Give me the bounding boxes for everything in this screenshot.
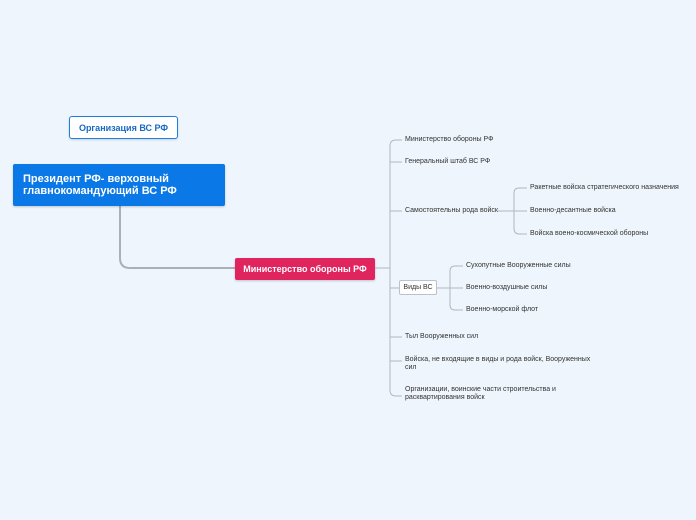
branch-node[interactable]: Организации, воинские части строительств… bbox=[405, 386, 556, 401]
branch-node[interactable]: Тыл Вооруженных сил bbox=[405, 333, 479, 340]
service-type-node[interactable]: Сухопутные Вооруженные силы bbox=[466, 262, 571, 269]
service-type-node[interactable]: Военно-воздушные силы bbox=[466, 284, 548, 291]
independent-branch-node[interactable]: Военно-десантные войска bbox=[530, 207, 616, 214]
root-node[interactable]: Президент РФ- верховный главнокомандующи… bbox=[13, 164, 225, 206]
branch-top-curve bbox=[389, 139, 402, 147]
branch-node[interactable]: Генеральный штаб ВС РФ bbox=[405, 158, 491, 165]
independent-branch-node[interactable]: Ракетные войска стратегического назначен… bbox=[530, 184, 679, 191]
branch-node[interactable]: Министерство обороны РФ bbox=[405, 136, 494, 143]
branch-node[interactable]: Самостоятельны рода войск bbox=[405, 207, 498, 214]
root-ministry-connector bbox=[119, 206, 235, 269]
branch-bottom-curve bbox=[389, 389, 402, 397]
branch-node[interactable]: Войска, не входящие в виды и рода войск,… bbox=[405, 356, 591, 371]
independent-branch-node[interactable]: Войска воено-космической обороны bbox=[530, 230, 649, 237]
service-type-node[interactable]: Военно-морской флот bbox=[466, 306, 539, 313]
org-label-node[interactable]: Организация ВС РФ bbox=[69, 116, 178, 139]
ministry-node[interactable]: Министерство обороны РФ bbox=[235, 258, 375, 280]
branch-node[interactable]: Виды ВС bbox=[399, 280, 437, 295]
